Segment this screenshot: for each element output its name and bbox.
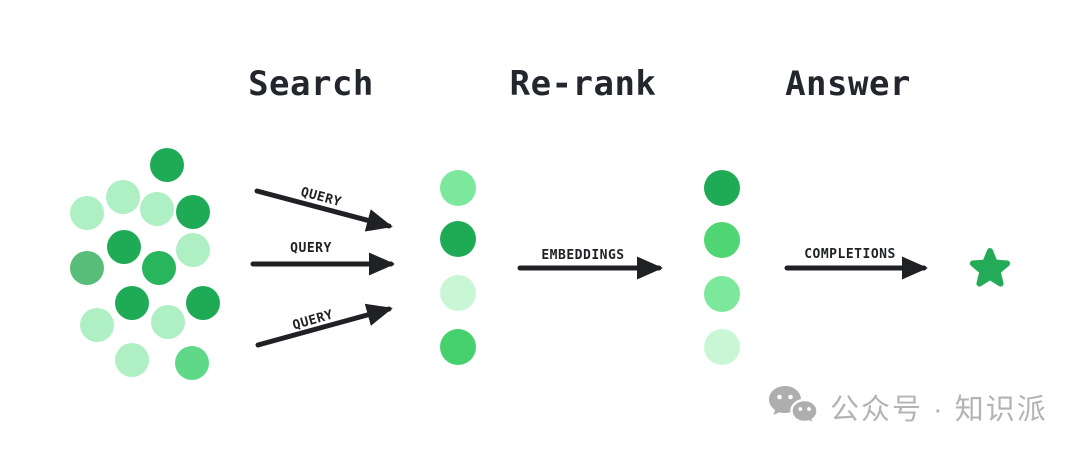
answer-star-icon xyxy=(966,245,1014,293)
arrow-label-query-2: QUERY xyxy=(290,241,332,256)
cluster-dot xyxy=(186,286,220,320)
stage-title-answer: Answer xyxy=(785,64,911,104)
rerank-column-dot xyxy=(704,170,740,206)
search-column-dot xyxy=(440,221,476,257)
rerank-column-dot xyxy=(704,222,740,258)
cluster-dot xyxy=(151,305,185,339)
arrow-query-0 xyxy=(254,188,393,232)
stage-title-search: Search xyxy=(248,64,374,104)
arrow-query-2 xyxy=(255,303,393,348)
cluster-dot xyxy=(176,233,210,267)
rerank-column-dot xyxy=(704,329,740,365)
cluster-dot xyxy=(70,196,104,230)
wechat-icon xyxy=(769,386,819,427)
cluster-dot xyxy=(80,308,114,342)
arrow-label-completions: COMPLETIONS xyxy=(804,247,896,262)
cluster-dot xyxy=(176,195,210,229)
cluster-dot xyxy=(142,251,176,285)
cluster-dot xyxy=(115,343,149,377)
rerank-column-dot xyxy=(704,276,740,312)
search-column-dot xyxy=(440,329,476,365)
cluster-dot xyxy=(115,286,149,320)
cluster-dot xyxy=(106,180,140,214)
cluster-dot xyxy=(70,251,104,285)
cluster-dot xyxy=(175,346,209,380)
search-column-dot xyxy=(440,275,476,311)
cluster-dot xyxy=(140,192,174,226)
watermark: 公众号 · 知识派 xyxy=(768,384,1048,430)
watermark-text: 公众号 · 知识派 xyxy=(830,394,1048,426)
cluster-dot xyxy=(150,148,184,182)
cluster-dot xyxy=(107,230,141,264)
search-column-dot xyxy=(440,170,476,206)
arrow-label-embeddings: EMBEDDINGS xyxy=(541,248,625,263)
stage-title-rerank: Re-rank xyxy=(509,64,657,104)
